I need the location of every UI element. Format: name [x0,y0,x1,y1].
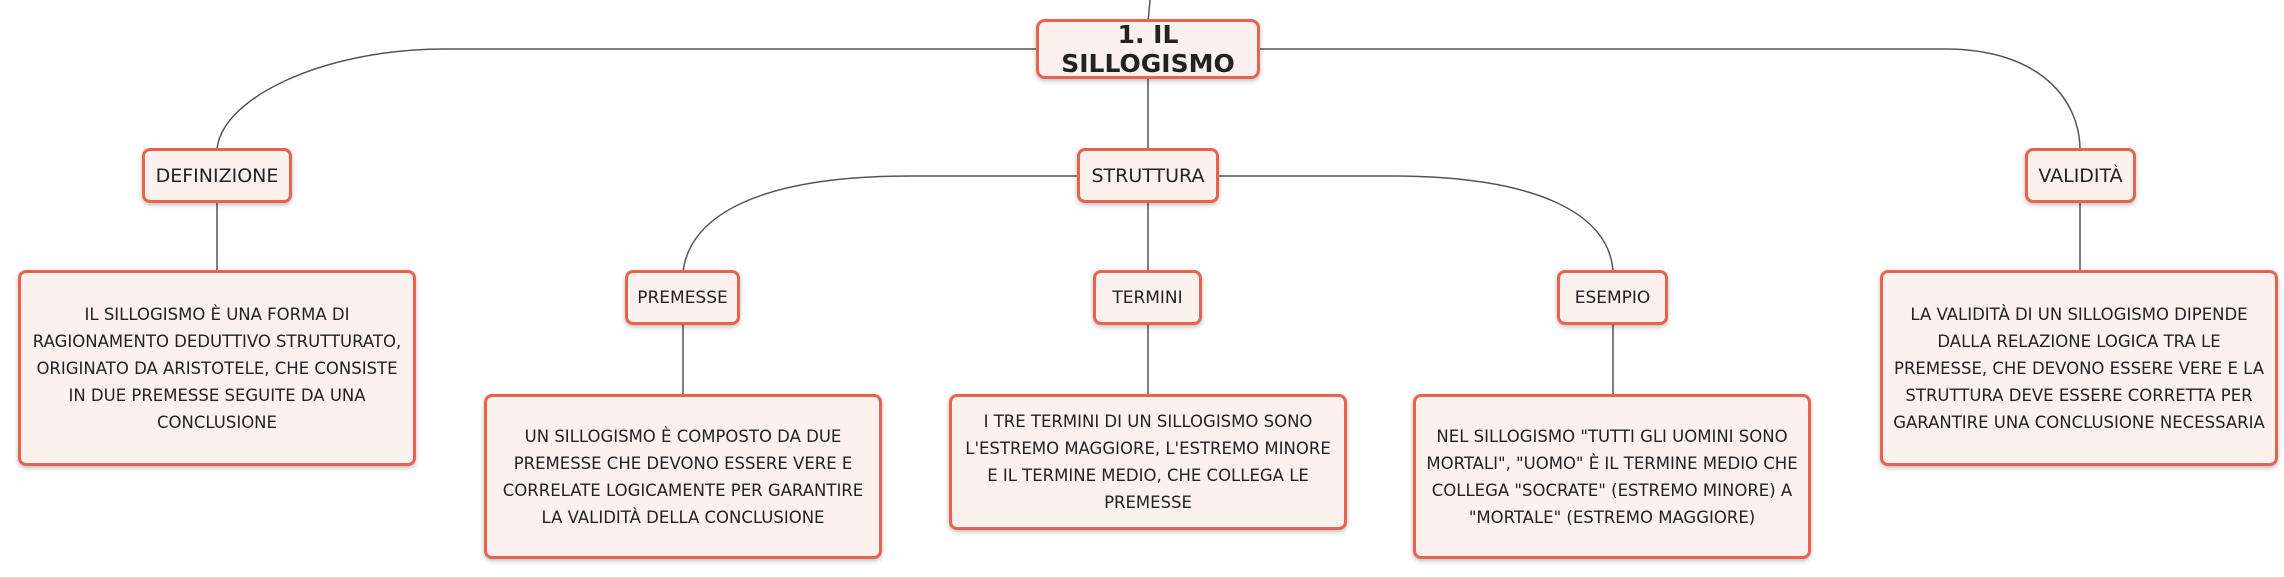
connector-struttura-premesse [682,175,1078,273]
topic-termini-label: TERMINI [1112,287,1183,308]
esempio-text-box[interactable]: NEL SILLOGISMO "TUTTI GLI UOMINI SONO MO… [1413,394,1811,559]
root-topic-label: 1. IL SILLOGISMO [1061,20,1235,78]
termini-text: I TRE TERMINI DI UN SILLOGISMO SONO L'ES… [965,412,1331,512]
definizione-text-box[interactable]: IL SILLOGISMO È UNA FORMA DI RAGIONAMENT… [18,270,416,466]
validita-text: LA VALIDITÀ DI UN SILLOGISMO DIPENDE DAL… [1893,304,2265,432]
connector-root-validita [1260,48,2081,151]
topic-validita[interactable]: VALIDITÀ [2025,148,2136,203]
esempio-text: NEL SILLOGISMO "TUTTI GLI UOMINI SONO MO… [1426,426,1798,527]
topic-struttura[interactable]: STRUTTURA [1077,148,1219,203]
termini-text-box[interactable]: I TRE TERMINI DI UN SILLOGISMO SONO L'ES… [949,394,1347,530]
topic-struttura-label: STRUTTURA [1091,164,1205,187]
connector-parent-root [1147,0,1151,23]
definizione-text: IL SILLOGISMO È UNA FORMA DI RAGIONAMENT… [32,304,402,432]
premesse-text-box[interactable]: UN SILLOGISMO È COMPOSTO DA DUE PREMESSE… [484,394,882,559]
topic-validita-label: VALIDITÀ [2038,164,2123,187]
premesse-text: UN SILLOGISMO È COMPOSTO DA DUE PREMESSE… [502,426,864,527]
topic-premesse[interactable]: PREMESSE [625,270,740,325]
topic-premesse-label: PREMESSE [637,287,728,308]
connector-root-definizione [216,48,1038,151]
topic-esempio[interactable]: ESEMPIO [1557,270,1668,325]
connector-struttura-esempio [1219,175,1614,273]
topic-definizione[interactable]: DEFINIZIONE [142,148,292,203]
topic-esempio-label: ESEMPIO [1574,287,1651,308]
topic-definizione-label: DEFINIZIONE [155,164,279,187]
topic-termini[interactable]: TERMINI [1093,270,1202,325]
validita-text-box[interactable]: LA VALIDITÀ DI UN SILLOGISMO DIPENDE DAL… [1880,270,2278,466]
root-topic[interactable]: 1. IL SILLOGISMO [1036,19,1260,79]
